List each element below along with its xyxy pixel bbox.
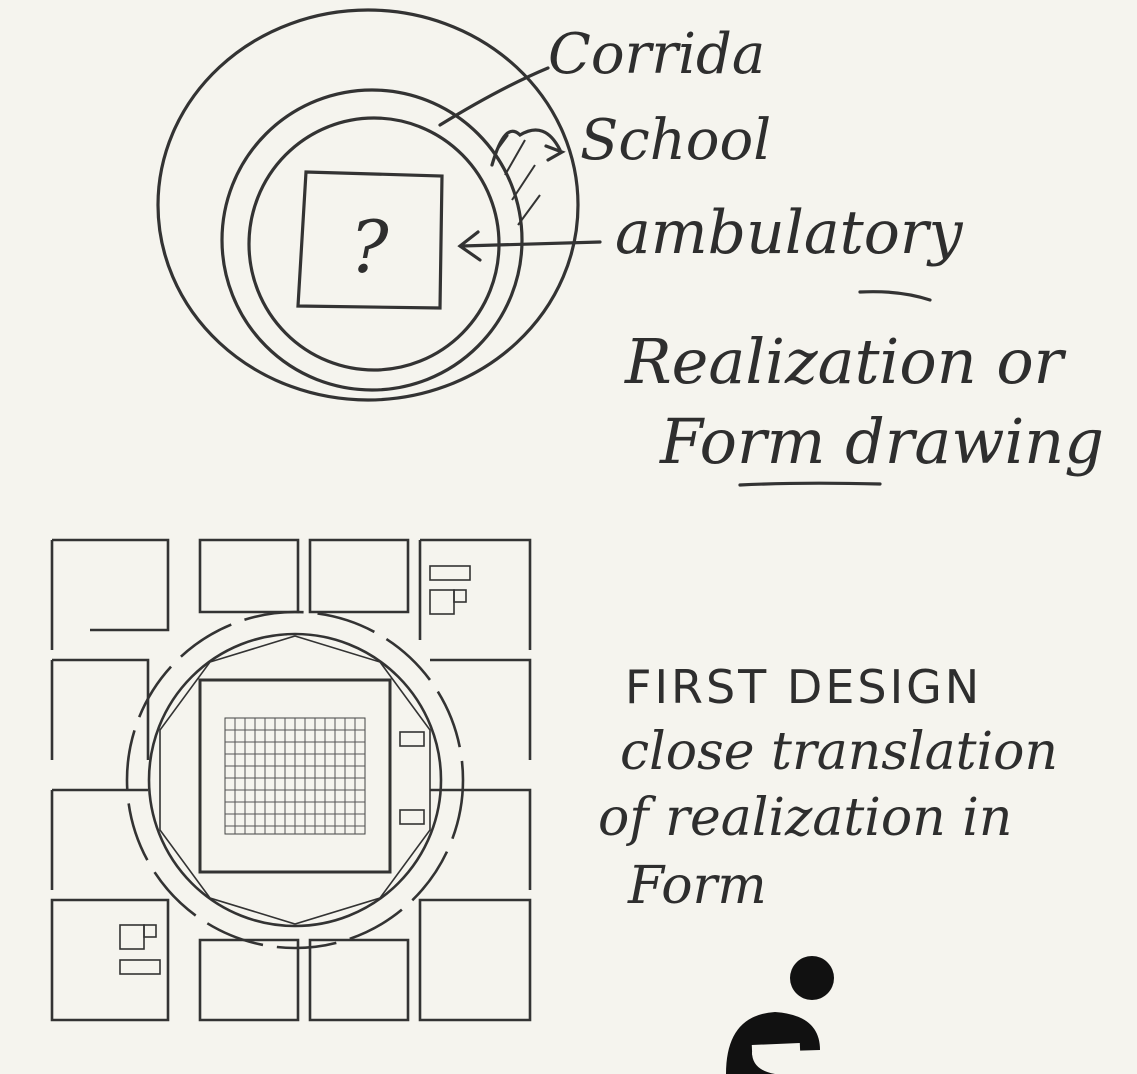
plan-caption-line3: of realization in (598, 788, 1013, 848)
ambulatory-arrow (460, 240, 602, 248)
plan-caption-line4: Form (628, 856, 767, 916)
outer-circle (156, 8, 580, 402)
sketch-caption-line1: Realization or (625, 325, 1064, 398)
corridor-pointer (438, 66, 550, 127)
corridor-label: Corrida (548, 22, 766, 87)
center-square (296, 170, 444, 310)
sketch-caption-line2: Form drawing (660, 405, 1104, 478)
school-label: School (580, 108, 772, 173)
plan-caption-line2: close translation (620, 722, 1058, 782)
school-pointer (490, 128, 562, 167)
sketch-center-mark: ? (350, 205, 389, 289)
plan-caption-line1: FIRST DESIGN (625, 660, 983, 714)
ambulatory-label: ambulatory (615, 198, 963, 268)
middle-circle (220, 88, 524, 392)
